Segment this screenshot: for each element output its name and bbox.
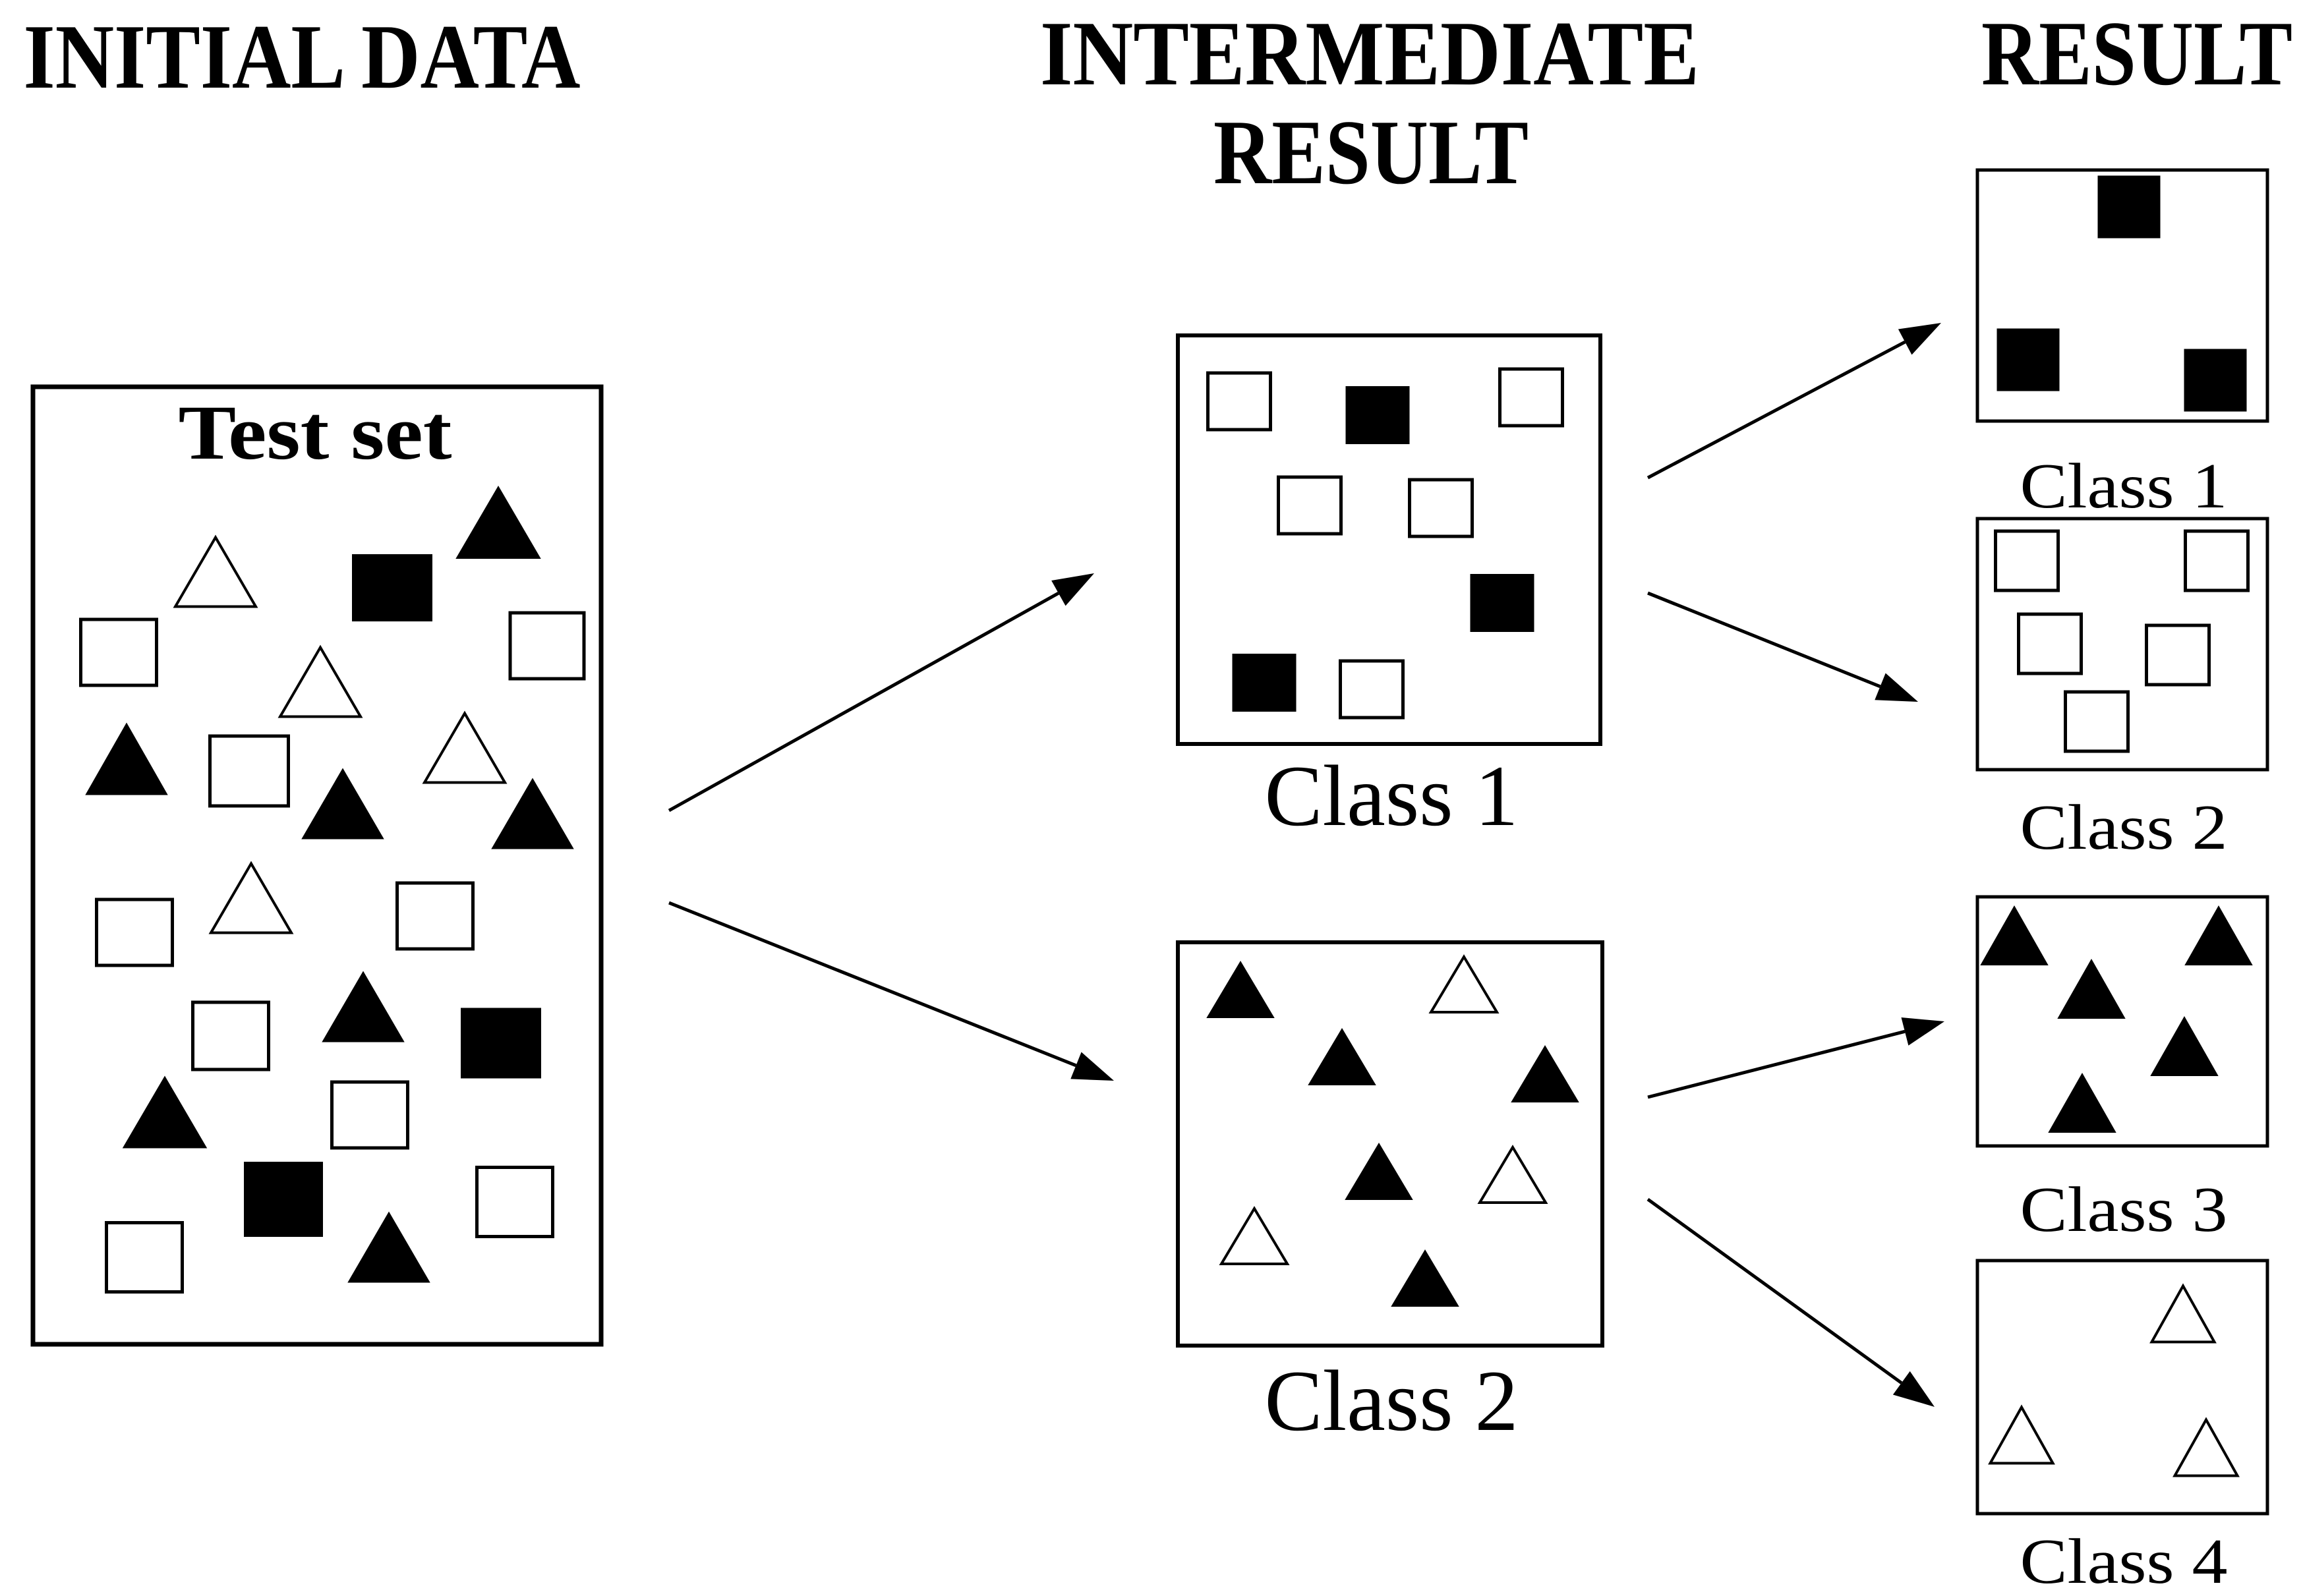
filled-square: [461, 1008, 541, 1079]
filled-triangle: [1511, 1045, 1579, 1102]
hollow-square: [2017, 612, 2083, 675]
hollow-square: [1277, 475, 1343, 536]
hollow-square: [1994, 529, 2060, 592]
intermediate-class2-panel: Class 2: [1176, 940, 1604, 1449]
header-initial-data: INITIAL DATA: [24, 6, 581, 108]
filled-triangle: [1308, 1028, 1376, 1085]
header-intermediate-result-line2: RESULT: [1213, 101, 1529, 204]
intermediate-class2-label: Class 2: [1265, 1352, 1519, 1449]
result-class1-shapes: [1997, 175, 2247, 412]
hollow-square: [79, 617, 158, 687]
header-intermediate-result-line1: INTERMEDIATE: [1040, 3, 1699, 105]
arrow-head: [1898, 323, 1941, 355]
hollow-triangle: [2149, 1283, 2217, 1344]
filled-triangle: [491, 778, 574, 849]
result-class1-panel: Class 1: [1975, 168, 2269, 521]
hollow-square: [330, 1080, 409, 1150]
result-class2-label: Class 2: [2020, 792, 2228, 863]
hollow-square: [1408, 478, 1474, 538]
result-class3-shapes: [1980, 905, 2253, 1133]
arrow-head: [1892, 1371, 1935, 1407]
arrow-line: [668, 592, 1060, 812]
hollow-square: [508, 611, 586, 681]
hollow-square: [2145, 623, 2211, 687]
hollow-square: [395, 881, 475, 951]
hollow-triangle: [1428, 954, 1500, 1013]
intermediate-class1-shapes: [1206, 367, 1564, 720]
hollow-triangle: [1477, 1145, 1548, 1204]
filled-triangle: [347, 1211, 430, 1283]
arrow-head: [1051, 573, 1094, 606]
filled-triangle: [301, 768, 384, 840]
result-class4-panel: Class 4: [1975, 1259, 2269, 1596]
flow-arrows: [668, 323, 1944, 1407]
intermediate-class2-shapes: [1206, 954, 1579, 1307]
result-class3-panel: Class 3: [1975, 895, 2269, 1245]
arrow-head: [1875, 673, 1918, 702]
hollow-square: [1206, 371, 1272, 432]
result-class1-label: Class 1: [2020, 451, 2228, 521]
arrow-head: [1901, 1017, 1944, 1046]
hollow-triangle: [277, 644, 363, 718]
filled-square: [1345, 386, 1410, 444]
result-class3-label: Class 3: [2020, 1174, 2228, 1245]
filled-triangle: [1980, 905, 2049, 965]
filled-square: [244, 1162, 323, 1237]
filled-square: [2184, 349, 2247, 412]
result-class2-panel: Class 2: [1975, 517, 2269, 863]
hollow-square: [191, 1000, 270, 1071]
filled-triangle: [2048, 1072, 2116, 1133]
test-set-shapes: [79, 486, 586, 1294]
hollow-triangle: [1219, 1206, 1290, 1265]
hollow-triangle: [422, 710, 508, 784]
hollow-square: [1498, 367, 1564, 428]
arrow-line: [1647, 1197, 1903, 1384]
hollow-triangle: [2172, 1417, 2240, 1477]
filled-triangle: [322, 971, 405, 1042]
result-class4-shapes: [1988, 1283, 2240, 1477]
result-class2-shapes: [1994, 529, 2250, 753]
arrow-head: [1070, 1052, 1114, 1081]
filled-triangle: [85, 722, 168, 795]
filled-square: [352, 554, 432, 621]
filled-square: [2097, 175, 2161, 239]
test-set-panel: Test set: [30, 384, 604, 1347]
filled-square: [1232, 654, 1297, 712]
hollow-square: [208, 734, 290, 808]
filled-triangle: [122, 1075, 208, 1149]
intermediate-class1-panel: Class 1: [1176, 333, 1602, 844]
hollow-square: [2184, 529, 2250, 592]
hollow-square: [1339, 659, 1405, 720]
filled-triangle: [1391, 1249, 1459, 1307]
result-class4-label: Class 4: [2020, 1526, 2228, 1596]
arrow-line: [1647, 591, 1881, 689]
filled-triangle: [455, 486, 541, 559]
hollow-square: [475, 1166, 554, 1238]
hollow-triangle: [173, 534, 258, 608]
filled-triangle: [1345, 1143, 1413, 1200]
test-set-title: Test set: [179, 389, 452, 476]
filled-triangle: [2150, 1015, 2219, 1076]
header-result: RESULT: [1981, 3, 2292, 105]
hollow-square: [2064, 690, 2130, 753]
hollow-triangle: [208, 861, 294, 934]
arrow-line: [1647, 340, 1906, 480]
hollow-square: [95, 898, 174, 967]
hollow-square: [105, 1221, 184, 1294]
filled-square: [1997, 328, 2060, 391]
arrow-line: [668, 901, 1077, 1068]
filled-triangle: [2057, 958, 2126, 1019]
filled-triangle: [2184, 905, 2253, 965]
filled-triangle: [1206, 961, 1275, 1018]
hollow-triangle: [1988, 1404, 2055, 1465]
filled-square: [1470, 574, 1534, 632]
arrow-line: [1647, 1029, 1906, 1099]
intermediate-class1-label: Class 1: [1265, 747, 1519, 844]
